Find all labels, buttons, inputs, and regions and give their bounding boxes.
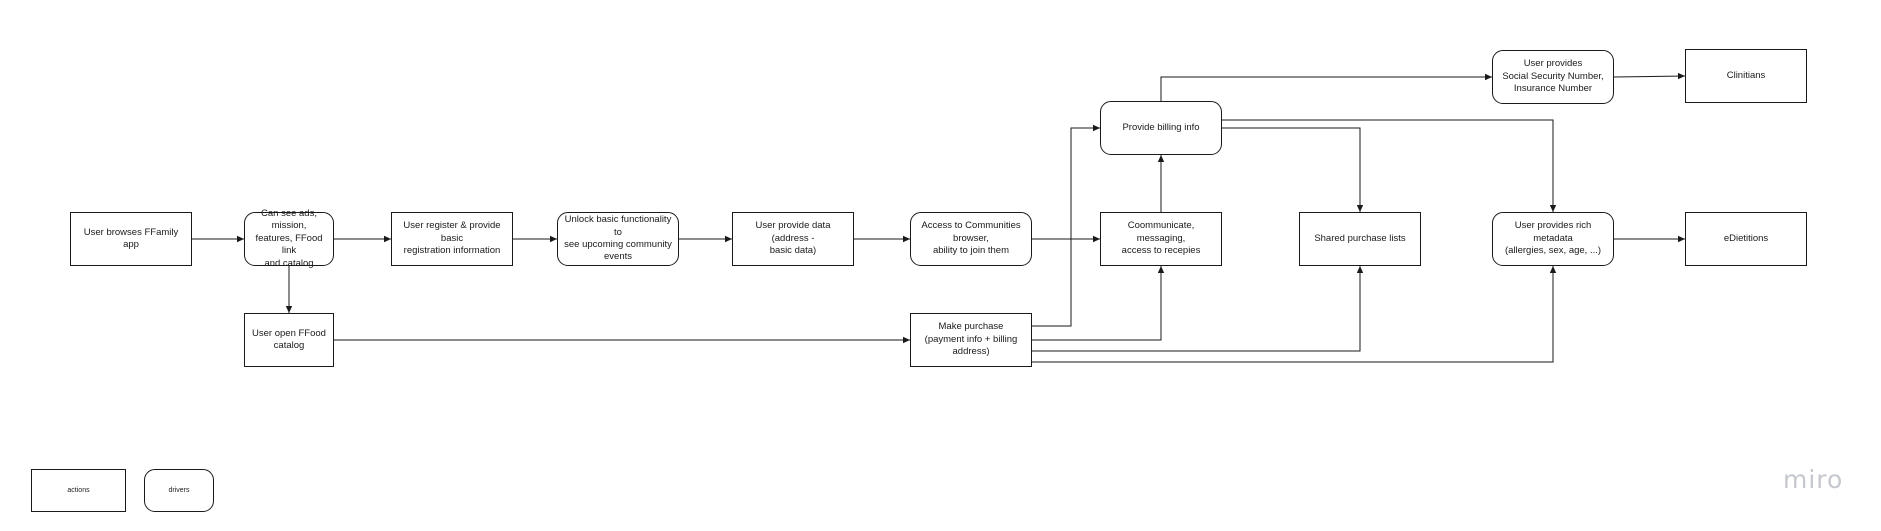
legend-actions: actions <box>31 469 126 512</box>
node-ads[interactable]: Can see ads, mission, features, FFood li… <box>244 208 334 269</box>
node-purchase[interactable]: Make purchase (payment info + billing ad… <box>910 313 1032 367</box>
edge-ssn-to-clinitians <box>1613 72 1686 80</box>
node-clinitians[interactable]: Clinitians <box>1685 49 1807 103</box>
edge-billing-to-ssn <box>1160 73 1492 101</box>
edge-purchase-to-billing <box>1032 124 1100 327</box>
node-shared[interactable]: Shared purchase lists <box>1299 212 1421 266</box>
node-ssn[interactable]: User provides Social Security Number, In… <box>1492 50 1614 104</box>
node-billing[interactable]: Provide billing info <box>1100 101 1222 155</box>
edge-purchase-to-shared <box>1032 266 1364 352</box>
node-browse[interactable]: User browses FFamily app <box>70 212 192 266</box>
edge-purchase-to-communicate <box>1032 266 1165 341</box>
node-communicate[interactable]: Coommunicate, messaging, access to recep… <box>1100 212 1222 266</box>
edge-purchase-to-metadata <box>1032 266 1557 363</box>
node-register[interactable]: User register & provide basic registrati… <box>391 212 513 266</box>
node-edietitions[interactable]: eDietitions <box>1685 212 1807 266</box>
node-data[interactable]: User provide data (address - basic data) <box>732 212 854 266</box>
miro-logo: miro <box>1783 465 1844 494</box>
node-unlock[interactable]: Unlock basic functionality to see upcomi… <box>557 212 679 266</box>
edge-billing-to-metadata <box>1222 119 1557 212</box>
legend-drivers: drivers <box>144 469 214 512</box>
node-catalog[interactable]: User open FFood catalog <box>244 313 334 367</box>
node-access[interactable]: Access to Communities browser, ability t… <box>910 212 1032 266</box>
edge-billing-to-shared <box>1222 127 1364 212</box>
node-metadata[interactable]: User provides rich metadata (allergies, … <box>1492 212 1614 266</box>
